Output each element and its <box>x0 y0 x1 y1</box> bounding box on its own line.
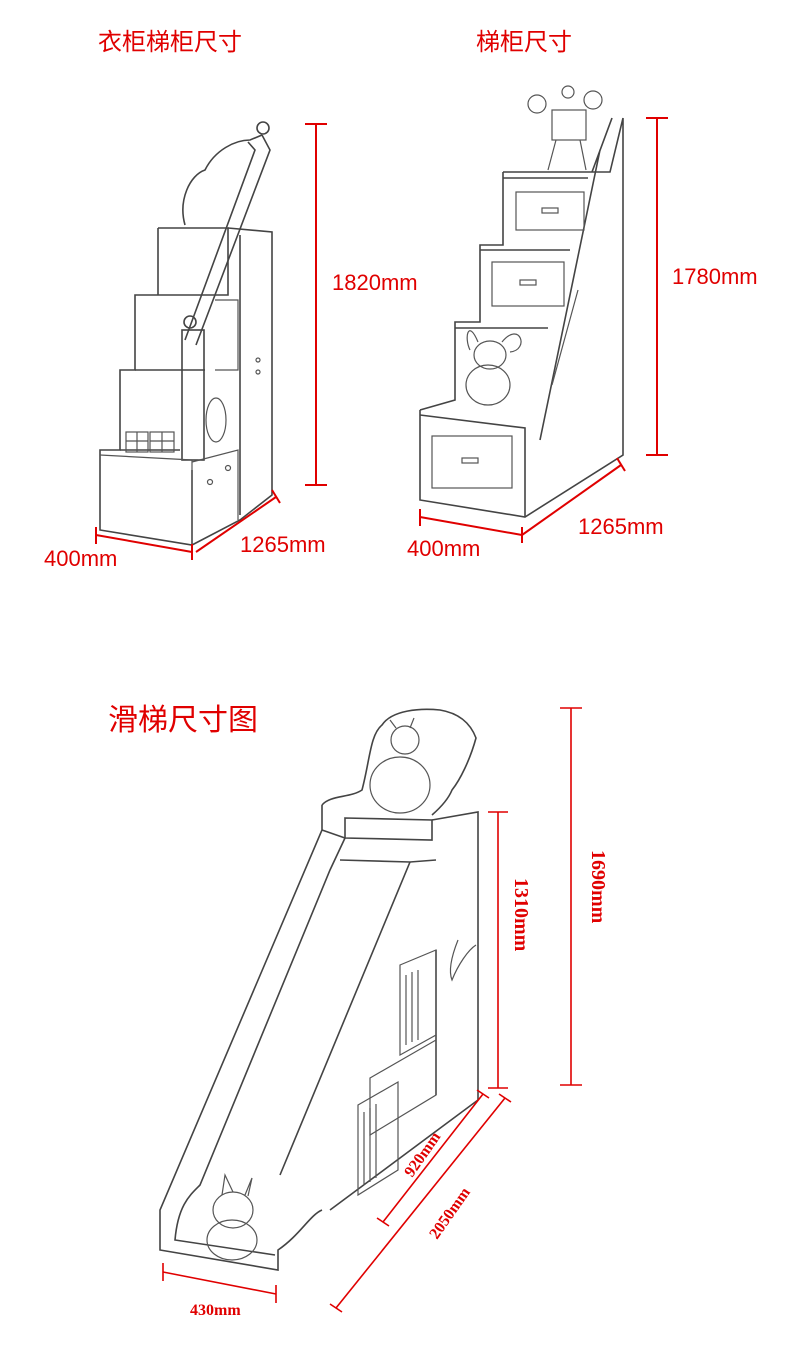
stair-cabinet-title: 梯柜尺寸 <box>476 28 572 56</box>
stair-height-label: 1780mm <box>672 264 758 289</box>
wardrobe-stair-sketch <box>99 121 273 546</box>
wardrobe-length-label: 1265mm <box>240 532 326 557</box>
slide-cabinet-length-label: 920mm <box>401 1128 444 1180</box>
stair-dimension-lines <box>419 117 668 543</box>
stair-length-label: 1265mm <box>578 514 664 539</box>
wardrobe-depth-label: 400mm <box>44 546 117 571</box>
wardrobe-dimension-lines <box>95 123 327 560</box>
stair-cabinet-sketch <box>419 85 624 518</box>
slide-dimension-lines <box>162 707 582 1313</box>
wardrobe-stair-title: 衣柜梯柜尺寸 <box>98 28 242 56</box>
stair-depth-label: 400mm <box>407 536 480 561</box>
wardrobe-height-label: 1820mm <box>332 270 418 295</box>
slide-sketch <box>159 708 479 1271</box>
slide-total-length-label: 2050mm <box>426 1184 474 1242</box>
slide-width-label: 430mm <box>190 1302 241 1319</box>
slide-platform-height-label: 1310mm <box>510 878 532 952</box>
slide-total-height-label: 1690mm <box>587 850 609 924</box>
slide-title: 滑梯尺寸图 <box>108 703 258 738</box>
